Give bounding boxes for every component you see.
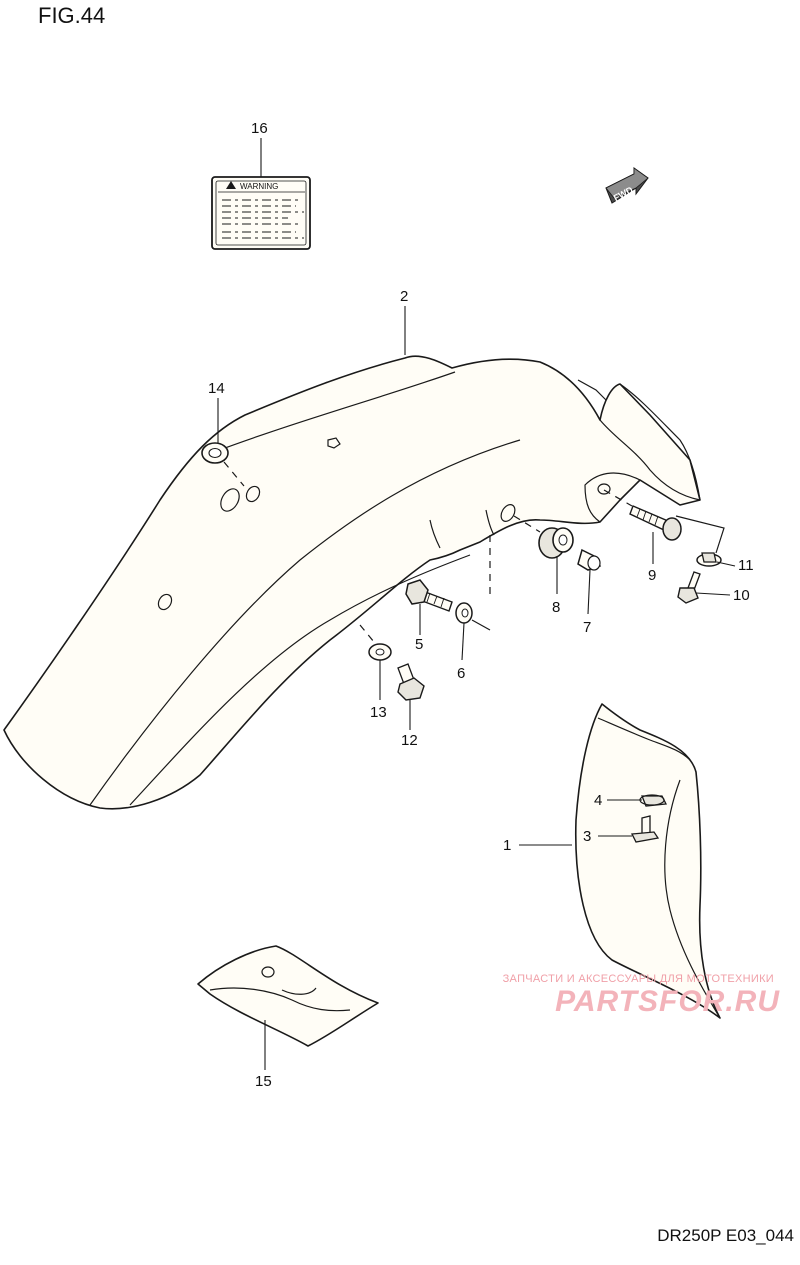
callout-7: 7 (583, 619, 591, 636)
screw-part-12 (397, 663, 425, 701)
warning-label-part-16: WARNING (211, 176, 311, 250)
callout-2: 2 (400, 288, 408, 305)
washer-part-13 (359, 624, 392, 661)
spacer-part-7 (577, 548, 602, 571)
callout-3: 3 (583, 828, 591, 845)
callout-5: 5 (415, 636, 423, 653)
warning-label-title: WARNING (240, 182, 278, 191)
callout-14: 14 (208, 380, 225, 397)
callout-1: 1 (503, 837, 511, 854)
callout-11: 11 (738, 557, 754, 574)
nut-part-4 (639, 794, 668, 807)
document-code: DR250P E03_044 (657, 1226, 794, 1245)
rear-fender-part-2 (3, 355, 701, 810)
bolt-part-9 (603, 489, 725, 554)
callout-10: 10 (733, 587, 750, 604)
warning-triangle-icon (226, 181, 236, 189)
callout-9: 9 (648, 567, 656, 584)
callout-15: 15 (255, 1073, 272, 1090)
mud-flap-part-1 (574, 703, 721, 1019)
figure-label: FIG.44 (38, 3, 106, 28)
callout-16: 16 (251, 120, 268, 137)
callout-6: 6 (457, 665, 465, 682)
callout-12: 12 (401, 732, 418, 749)
callout-13: 13 (370, 704, 387, 721)
watermark-brand: PARTSFOR.RU (555, 985, 780, 1018)
fwd-direction-badge: FWD (605, 167, 649, 204)
watermark-tagline: ЗАПЧАСТИ И АКСЕССУАРЫ ДЛЯ МОТОТЕХНИКИ (502, 973, 774, 985)
washer-nut-part-11 (696, 552, 722, 567)
pouch-part-15 (197, 945, 379, 1047)
screw-part-10 (677, 571, 701, 604)
leader-lines (217, 138, 736, 1070)
callout-4: 4 (594, 792, 602, 809)
cushion-part-8 (513, 515, 574, 559)
bolt-part-5 (405, 579, 453, 612)
callout-8: 8 (552, 599, 560, 616)
screw-part-3 (630, 815, 660, 843)
grommet-part-14 (201, 442, 245, 487)
